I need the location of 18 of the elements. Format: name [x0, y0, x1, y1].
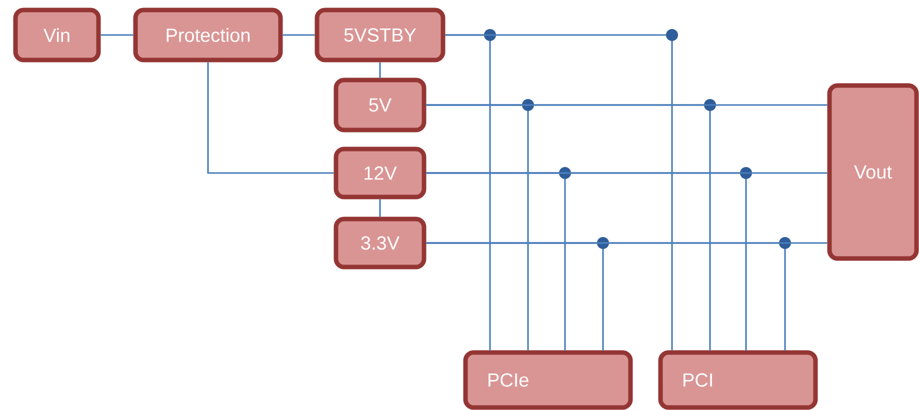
- process-box: PCIe: [463, 350, 633, 410]
- process-box: Vin: [13, 8, 101, 62]
- connector-line: [426, 242, 828, 244]
- process-box: 3.3V: [334, 216, 426, 270]
- connector-line: [100, 34, 134, 36]
- connector-line: [379, 62, 381, 78]
- connector-line: [282, 34, 315, 36]
- connector-line: [426, 104, 828, 106]
- process-box: Vout: [827, 83, 919, 261]
- connector-line: [445, 34, 673, 350]
- connector-line: [379, 199, 381, 217]
- process-box: 5VSTBY: [314, 8, 446, 62]
- connector-line: [207, 62, 334, 174]
- connector-line: [426, 172, 828, 174]
- process-box: Protection: [133, 8, 283, 62]
- process-box: 5V: [334, 78, 426, 132]
- process-box: PCI: [658, 350, 818, 410]
- process-box: 12V: [334, 146, 426, 200]
